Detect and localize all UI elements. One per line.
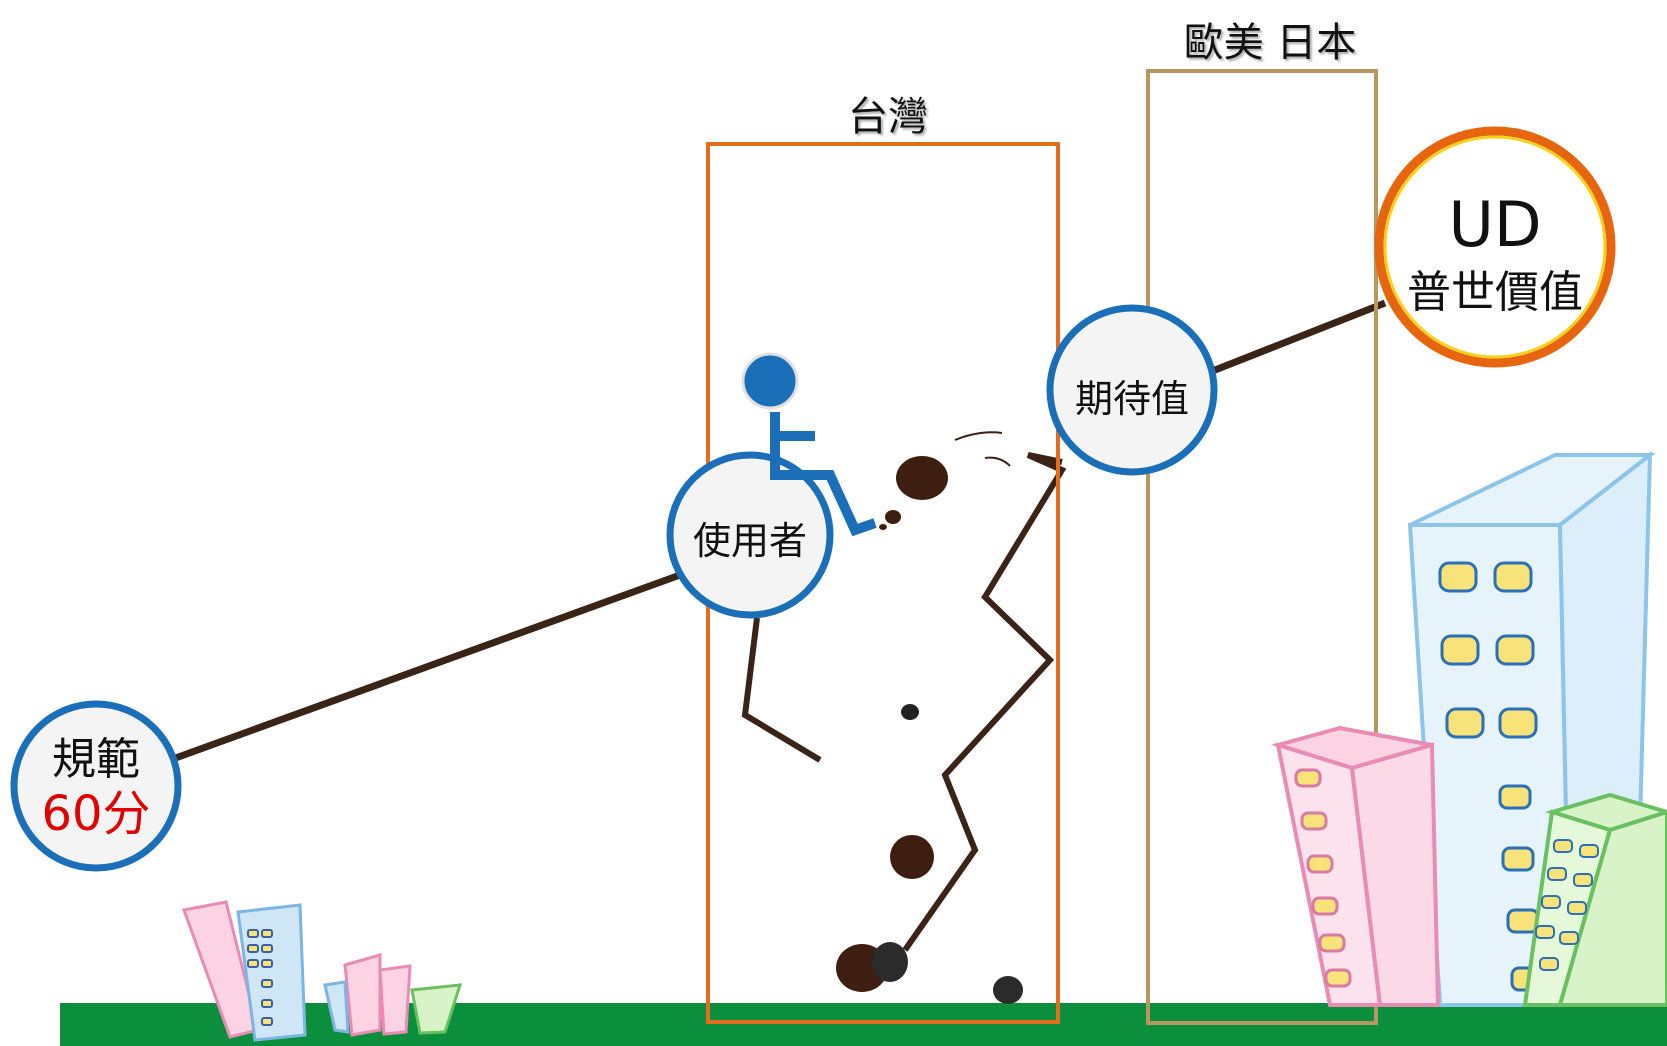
west-japan-label: 歐美 日本 bbox=[1183, 20, 1357, 66]
fall-line bbox=[902, 452, 1067, 952]
large-buildings-right bbox=[1270, 450, 1667, 1007]
expectation-circle bbox=[1046, 304, 1218, 476]
rubble bbox=[836, 431, 1023, 1004]
regulation-score: 60分 bbox=[41, 786, 151, 842]
west-japan-region-box bbox=[1146, 69, 1378, 1025]
user-circle bbox=[666, 451, 834, 619]
ud-title: UD bbox=[1448, 188, 1542, 261]
wheelchair-icon bbox=[741, 352, 877, 537]
expectation-label: 期待值 bbox=[1074, 377, 1189, 421]
regulation-circle bbox=[10, 700, 182, 872]
ud-circle bbox=[1374, 126, 1616, 368]
taiwan-label: 台灣 bbox=[848, 94, 928, 140]
ground-strip bbox=[60, 1003, 1667, 1046]
progress-line-upper bbox=[1208, 299, 1387, 376]
ud-subtitle: 普世價值 bbox=[1407, 267, 1583, 318]
regulation-title: 規範 bbox=[52, 734, 140, 785]
crack-line bbox=[741, 617, 822, 763]
small-buildings-left bbox=[181, 900, 463, 1042]
ud-circle-inner-ring bbox=[1383, 135, 1607, 359]
progress-line-lower bbox=[168, 571, 682, 764]
user-label: 使用者 bbox=[692, 519, 807, 563]
